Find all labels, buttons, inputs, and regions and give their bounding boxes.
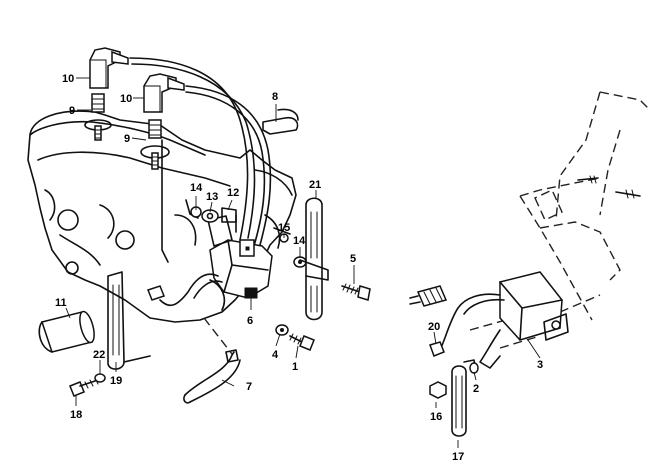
callout-5: 5 <box>350 253 356 265</box>
callout-18: 18 <box>70 409 82 421</box>
bracket-21 <box>299 197 329 321</box>
callout-10-lower: 10 <box>120 93 132 105</box>
callout-10-upper: 10 <box>62 73 74 85</box>
nut-16 <box>429 381 447 399</box>
callout-2: 2 <box>473 383 479 395</box>
bolt-5 <box>341 283 371 301</box>
callout-8: 8 <box>272 91 278 103</box>
cdi-harness <box>409 285 505 357</box>
callout-4: 4 <box>272 349 279 361</box>
callout-1: 1 <box>292 361 298 373</box>
callout-9-lower: 9 <box>124 133 130 145</box>
high-tension-leads <box>129 57 272 247</box>
engine-block <box>27 110 297 323</box>
callout-22: 22 <box>93 349 105 361</box>
spark-plug-lower <box>140 119 170 170</box>
cylinder-11 <box>38 310 95 353</box>
callout-12: 12 <box>227 187 239 199</box>
callout-13: 13 <box>206 191 218 203</box>
callout-17: 17 <box>452 451 464 463</box>
washer-2 <box>469 362 479 374</box>
callout-21: 21 <box>309 179 321 191</box>
callout-9-upper: 9 <box>69 105 75 117</box>
callout-7: 7 <box>246 381 252 393</box>
chassis-frame <box>469 91 650 349</box>
ignition-coil <box>147 214 273 307</box>
callout-14-upper: 14 <box>190 182 203 194</box>
leader-lines <box>65 77 541 448</box>
callout-14-lower: 14 <box>293 235 306 247</box>
spark-plug-cap-lower <box>143 73 185 113</box>
cdi-box <box>479 271 569 369</box>
washer-4-hole <box>280 328 284 332</box>
bolt-18 <box>69 377 99 397</box>
spark-plug-cap-upper <box>89 47 129 89</box>
callout-11: 11 <box>55 297 67 309</box>
washer-22 <box>94 373 106 383</box>
callout-16: 16 <box>430 411 442 423</box>
bolt-1 <box>289 333 315 351</box>
callout-19: 19 <box>110 375 122 387</box>
callout-labels: 10 10 9 9 8 14 13 12 21 15 14 5 11 6 4 1… <box>55 73 543 463</box>
callout-20: 20 <box>428 321 440 333</box>
strap-7 <box>183 317 241 404</box>
frame-studs <box>577 175 641 199</box>
callout-6: 6 <box>247 315 253 327</box>
spark-plug-upper <box>84 93 112 141</box>
lead-clip <box>262 108 299 135</box>
bracket-19 <box>107 271 151 370</box>
callout-3: 3 <box>537 359 543 371</box>
bracket-17 <box>451 359 477 437</box>
callout-15: 15 <box>278 222 290 234</box>
